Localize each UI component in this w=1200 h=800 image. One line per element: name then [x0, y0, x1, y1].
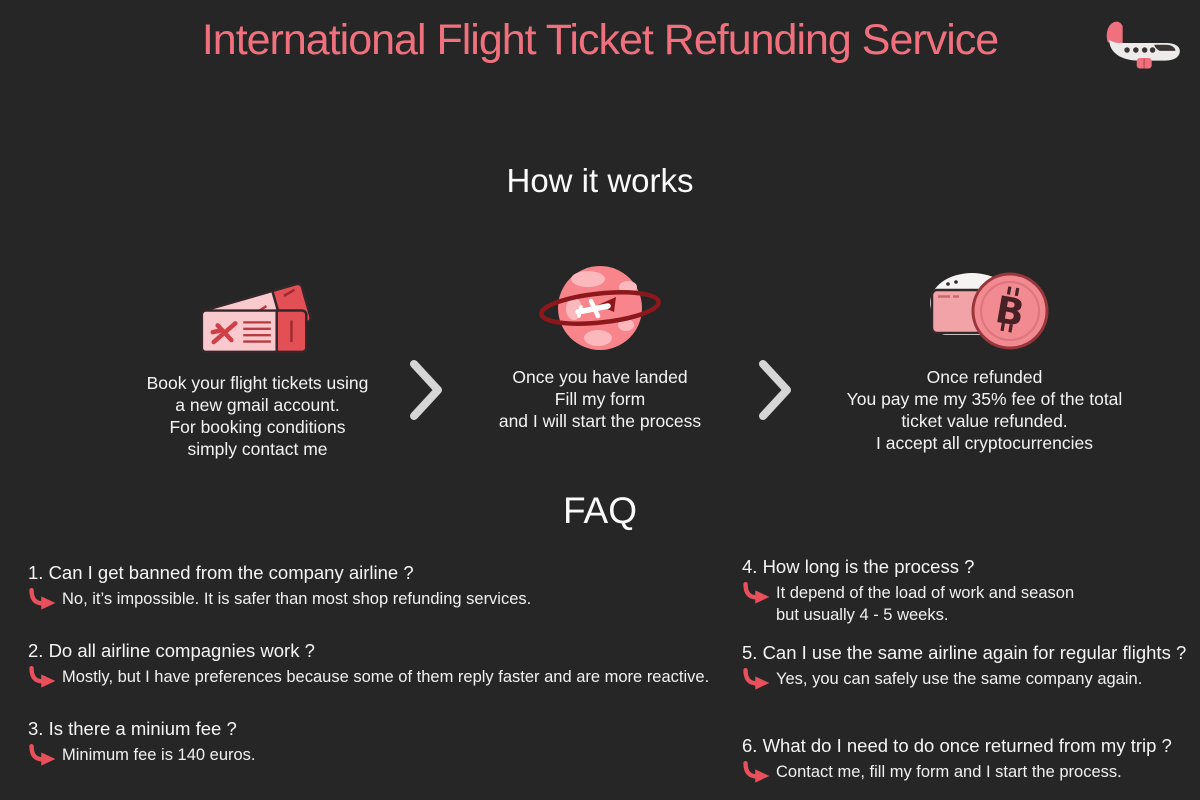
- answer-arrow-icon: [28, 665, 62, 689]
- step-text-line: ticket value refunded.: [901, 411, 1068, 431]
- step-text-line: Once refunded: [926, 367, 1043, 387]
- step-book-tickets: Book your flight tickets using a new gma…: [110, 262, 405, 460]
- step-text-line: and I will start the process: [498, 411, 702, 431]
- step-text-line: For booking conditions: [169, 417, 346, 437]
- faq-answer-line: It depend of the load of work and season: [776, 584, 1075, 602]
- faq-answer-line: Mostly, but I have preferences because s…: [62, 668, 710, 686]
- tickets-icon: [110, 262, 405, 362]
- wallet-bitcoin-icon: B: [812, 256, 1157, 356]
- faq-answer-line: but usually 4 - 5 weeks.: [776, 606, 949, 624]
- faq-question: 5. Can I use the same airline again for …: [742, 642, 1187, 663]
- step-text-line: simply contact me: [187, 439, 328, 459]
- faq-answer-line: Yes, you can safely use the same company…: [776, 670, 1143, 688]
- step-text-line: Once you have landed: [512, 367, 688, 387]
- step-text-line: Fill my form: [554, 389, 646, 409]
- answer-arrow-icon: [742, 667, 776, 691]
- answer-arrow-icon: [28, 587, 62, 611]
- step-text-line: You pay me my 35% fee of the total: [846, 389, 1123, 409]
- faq-item-5: 5. Can I use the same airline again for …: [742, 640, 1192, 691]
- globe-plane-icon: [460, 256, 740, 356]
- chevron-right-icon: [757, 358, 793, 422]
- faq-question: 4. How long is the process ?: [742, 556, 975, 577]
- step-text-line: Book your flight tickets using: [146, 373, 369, 393]
- page-title: International Flight Ticket Refunding Se…: [201, 16, 999, 64]
- answer-arrow-icon: [742, 581, 776, 605]
- how-it-works-heading: How it works: [506, 162, 694, 199]
- faq-item-2: 2. Do all airline compagnies work ? Most…: [28, 638, 720, 689]
- faq-question: 3. Is there a minium fee ?: [28, 718, 237, 739]
- faq-answer-line: Minimum fee is 140 euros.: [62, 746, 256, 764]
- faq-heading: FAQ: [562, 490, 638, 531]
- plane-icon: [1098, 14, 1186, 72]
- faq-question: 6. What do I need to do once returned fr…: [742, 735, 1172, 756]
- faq-answer-line: No, it’s impossible. It is safer than mo…: [62, 590, 532, 608]
- step-text-line: I accept all cryptocurrencies: [876, 433, 1093, 453]
- answer-arrow-icon: [28, 743, 62, 767]
- faq-left-column: 1. Can I get banned from the company air…: [28, 560, 720, 767]
- faq-right-column: 4. How long is the process ? It depend o…: [742, 554, 1192, 784]
- answer-arrow-icon: [742, 760, 776, 784]
- faq-item-6: 6. What do I need to do once returned fr…: [742, 733, 1192, 784]
- faq-answer-line: Contact me, fill my form and I start the…: [776, 763, 1122, 781]
- chevron-right-icon: [408, 358, 444, 422]
- faq-item-3: 3. Is there a minium fee ? Minimum fee i…: [28, 716, 720, 767]
- step-text-line: a new gmail account.: [175, 395, 340, 415]
- step-refund-payment: B Once refunded You pay me my 35% fee of…: [812, 256, 1157, 454]
- step-landed-form: Once you have landed Fill my form and I …: [460, 256, 740, 432]
- faq-question: 2. Do all airline compagnies work ?: [28, 640, 315, 661]
- faq-item-4: 4. How long is the process ? It depend o…: [742, 554, 1192, 626]
- faq-item-1: 1. Can I get banned from the company air…: [28, 560, 720, 611]
- faq-question: 1. Can I get banned from the company air…: [28, 562, 414, 583]
